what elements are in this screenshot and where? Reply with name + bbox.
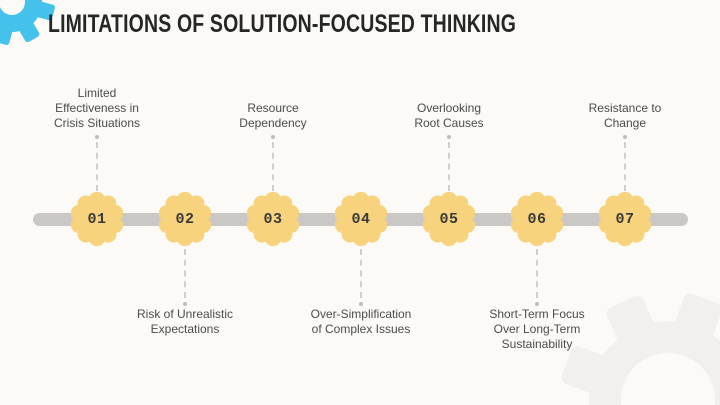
- step-badge: 01: [68, 190, 126, 248]
- dashed-line: [448, 142, 450, 191]
- step-badge: 06: [508, 190, 566, 248]
- connector-dot: [447, 135, 451, 139]
- step-number: 05: [439, 210, 459, 228]
- step-badge: 04: [332, 190, 390, 248]
- step-number: 03: [263, 210, 283, 228]
- connector-dot: [183, 302, 187, 306]
- connector-dot: [623, 135, 627, 139]
- step-number: 01: [87, 210, 107, 228]
- step-label: Limited Effectiveness in Crisis Situatio…: [53, 86, 141, 130]
- dashed-line: [536, 249, 538, 298]
- dashed-line: [624, 142, 626, 191]
- step-badge: 07: [596, 190, 654, 248]
- dashed-line: [184, 249, 186, 298]
- step-badge: 03: [244, 190, 302, 248]
- step-number: 06: [527, 210, 547, 228]
- connector-dot: [535, 302, 539, 306]
- step-badge: 05: [420, 190, 478, 248]
- step-label: Overlooking Root Causes: [414, 101, 484, 130]
- dashed-line: [360, 249, 362, 298]
- step-label: Short-Term Focus Over Long-Term Sustaina…: [489, 307, 585, 351]
- connector-dot: [359, 302, 363, 306]
- connector-dot: [271, 135, 275, 139]
- step-number: 02: [175, 210, 195, 228]
- step-badge: 02: [156, 190, 214, 248]
- step-label: Resistance to Change: [588, 101, 662, 130]
- dashed-line: [96, 142, 98, 191]
- step-number: 07: [615, 210, 635, 228]
- step-label: Risk of Unrealistic Expectations: [136, 307, 234, 336]
- step-label: Over-Simplification of Complex Issues: [310, 307, 412, 336]
- dashed-line: [272, 142, 274, 191]
- step-label: Resource Dependency: [239, 101, 307, 130]
- step-number: 04: [351, 210, 371, 228]
- connector-dot: [95, 135, 99, 139]
- page-title: LIMITATIONS OF SOLUTION-FOCUSED THINKING: [48, 10, 517, 38]
